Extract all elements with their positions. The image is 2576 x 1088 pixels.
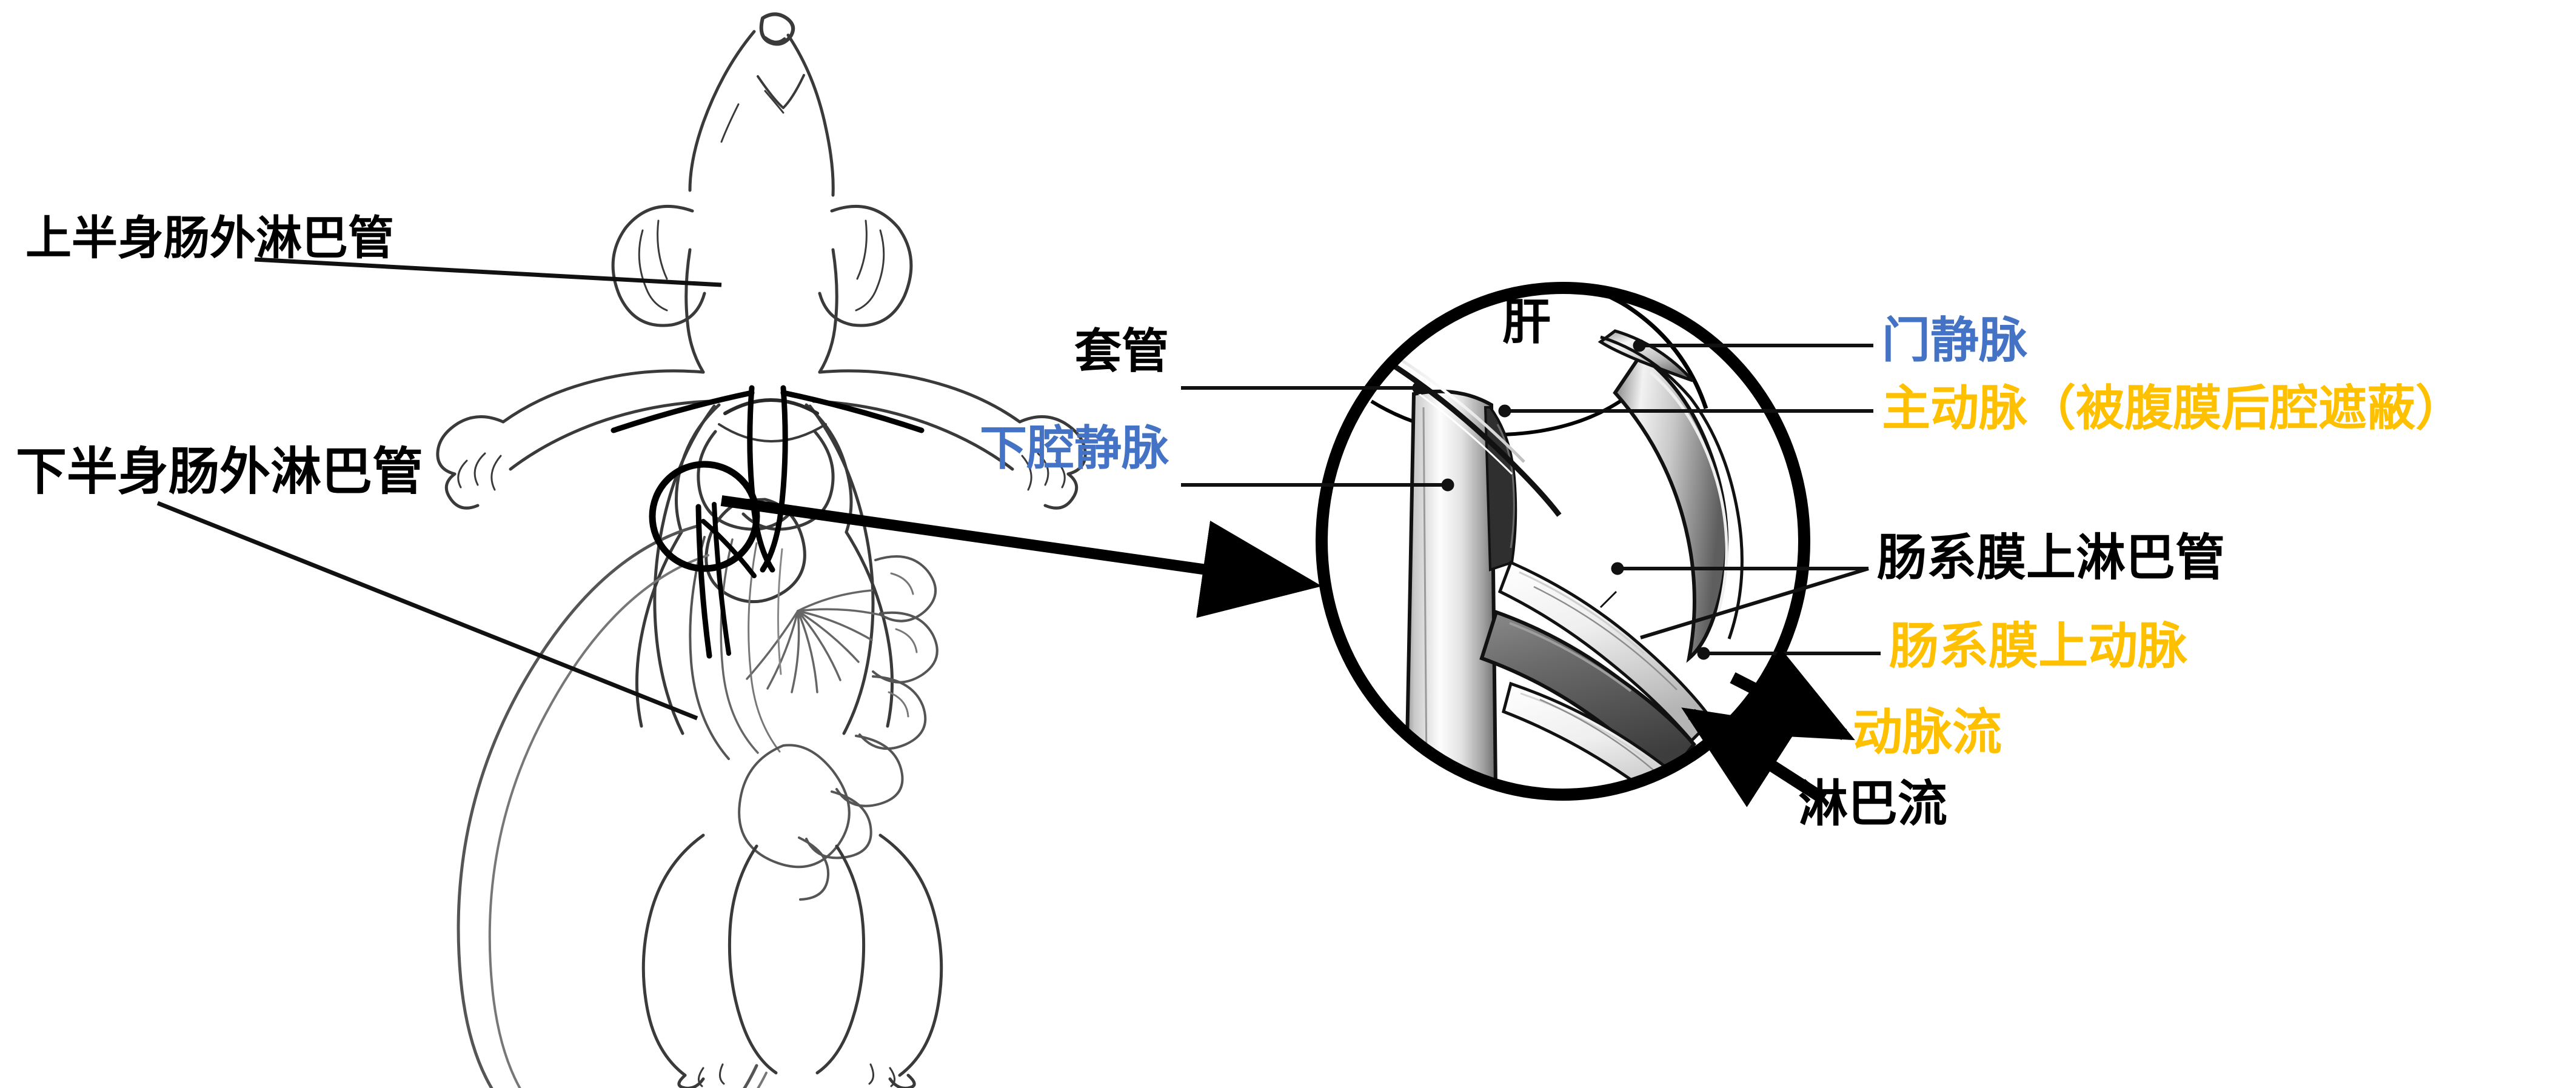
label-upper-extraintestinal-lymphatic: 上半身肠外淋巴管 <box>25 213 394 264</box>
rat-line-art <box>436 12 1087 1088</box>
leader-upper-extraintestinal-lymphatic <box>254 257 722 287</box>
inferior-vena-cava-vessel <box>1403 389 1499 795</box>
label-superior-mesenteric-artery: 肠系膜上动脉 <box>1889 619 2188 674</box>
label-lower-extraintestinal-lymphatic: 下半身肠外淋巴管 <box>16 443 424 500</box>
superior-mesenteric-lymphatic-lower <box>1502 681 1722 795</box>
label-inferior-vena-cava: 下腔静脉 <box>979 421 1169 475</box>
label-aorta: 主动脉（被腹膜后腔遮蔽） <box>1882 381 2464 435</box>
leader-lower-extraintestinal-lymphatic <box>156 501 698 721</box>
label-cannula: 套管 <box>1074 324 1169 378</box>
zoom-region-marker <box>649 461 760 572</box>
label-portal-vein: 门静脉 <box>1882 313 2027 367</box>
zoom-pointer-arrow <box>720 495 1322 618</box>
label-lymph-flow: 淋巴流 <box>1798 776 1948 832</box>
leader-superior-mesenteric-lymphatic-b <box>1640 567 1869 639</box>
cannula-tube <box>1367 348 1562 517</box>
label-liver: 肝 <box>1502 295 1551 349</box>
aorta-vessel <box>1613 352 1728 663</box>
lymph-flow-arrow <box>1681 707 1827 807</box>
arterial-flow-arrow <box>1730 647 1855 741</box>
label-arterial-flow: 动脉流 <box>1853 705 2002 760</box>
inset-circle-border <box>1316 282 1810 801</box>
inset-contents <box>1322 288 1804 795</box>
label-superior-mesenteric-lymphatic: 肠系膜上淋巴管 <box>1877 530 2226 586</box>
